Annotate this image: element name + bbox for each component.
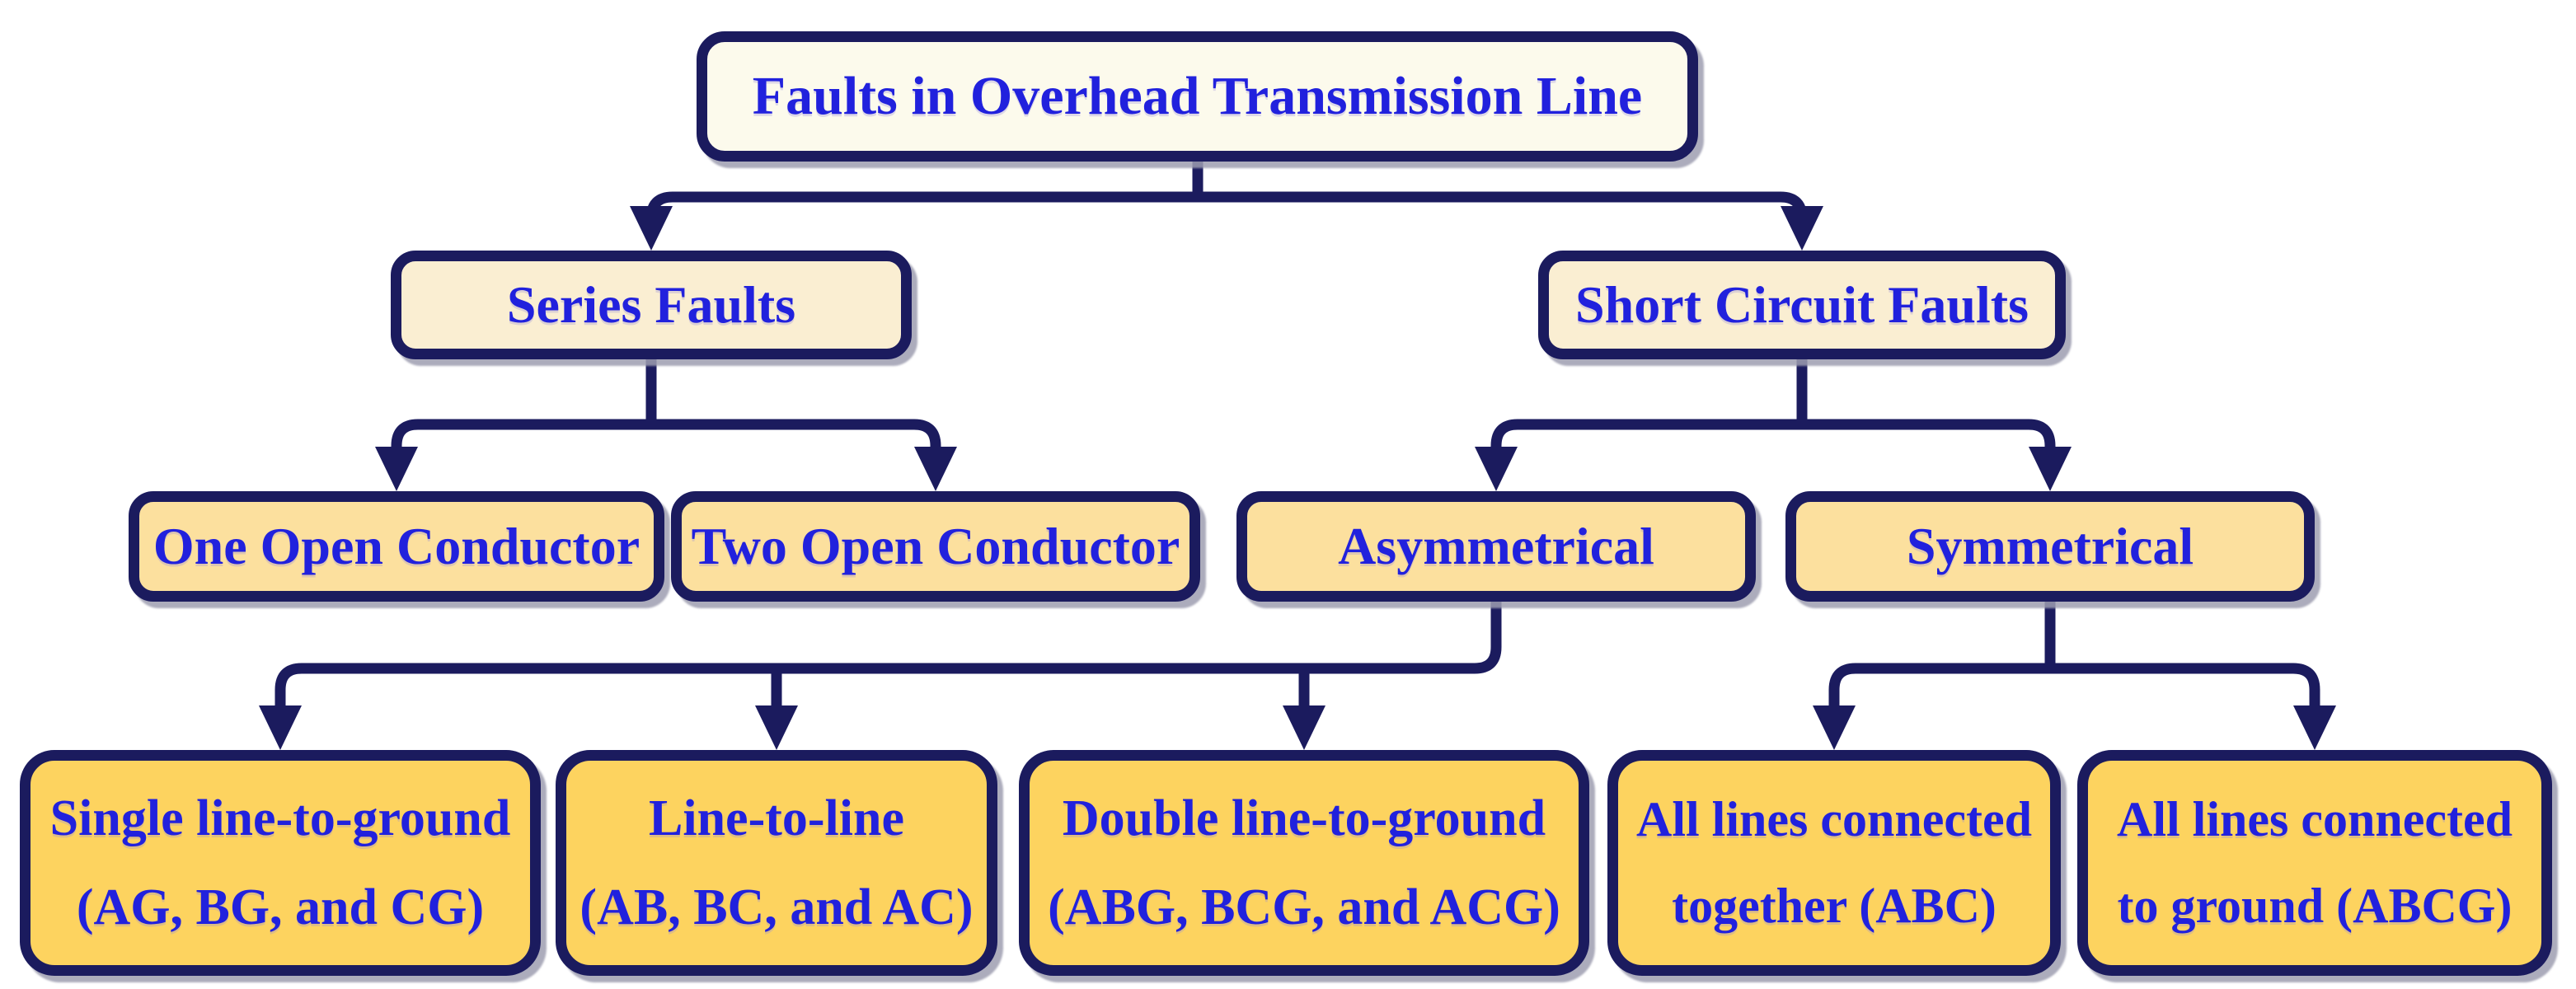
node-single-line-to-ground: Single line-to-ground (AG, BG, and CG) xyxy=(20,750,541,976)
arrow-down-icon xyxy=(1781,206,1823,251)
node-all-lines-connected-together: All lines connected together (ABC) xyxy=(1607,750,2061,976)
arrow-down-icon xyxy=(1283,705,1326,750)
arrow-down-icon xyxy=(1475,447,1518,491)
node-one-open-conductor: One Open Conductor xyxy=(129,491,664,602)
node-faults-overhead-transmission-line: Faults in Overhead Transmission Line xyxy=(697,31,1698,162)
arrow-down-icon xyxy=(914,447,957,491)
node-all-lines-connected-to-ground: All lines connected to ground (ABCG) xyxy=(2077,750,2552,976)
arrow-down-icon xyxy=(1813,705,1856,750)
connector-asym-bar xyxy=(274,602,1502,710)
node-two-open-conductor: Two Open Conductor xyxy=(671,491,1200,602)
connector-short-bar xyxy=(1490,419,2056,452)
node-short-circuit-faults: Short Circuit Faults xyxy=(1538,251,2066,359)
node-line-to-line: Line-to-line (AB, BC, and AC) xyxy=(556,750,997,976)
arrow-down-icon xyxy=(2293,705,2336,750)
arrow-down-icon xyxy=(259,705,302,750)
node-double-line-to-ground: Double line-to-ground (ABG, BCG, and ACG… xyxy=(1019,750,1589,976)
node-symmetrical: Symmetrical xyxy=(1785,491,2315,602)
arrow-down-icon xyxy=(755,705,798,750)
node-asymmetrical: Asymmetrical xyxy=(1236,491,1756,602)
connector-root-bar xyxy=(645,191,1808,224)
connector-sym-bar xyxy=(1828,663,2320,710)
arrow-down-icon xyxy=(630,206,673,251)
connector-series-bar xyxy=(391,419,941,452)
arrow-down-icon xyxy=(2029,447,2072,491)
node-series-faults: Series Faults xyxy=(391,251,912,359)
arrow-down-icon xyxy=(375,447,418,491)
